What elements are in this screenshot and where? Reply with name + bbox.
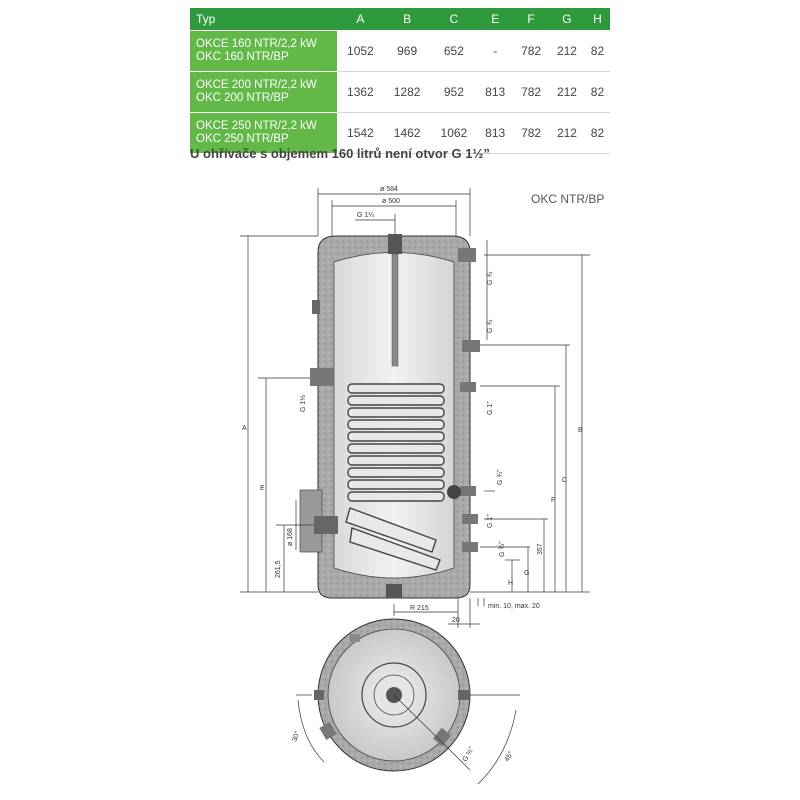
dim-minmax: min. 10, max. 20 xyxy=(488,603,540,610)
dim-g12: G ½” xyxy=(461,745,476,763)
dim-g1b: G 1” xyxy=(487,514,494,528)
value-cell: 212 xyxy=(549,71,585,113)
value-cell: 1282 xyxy=(383,71,431,113)
dim-r215: R 215 xyxy=(410,605,429,612)
dim-label-a: A xyxy=(242,425,247,432)
dim-label-h: H xyxy=(508,580,513,587)
col-header-f: F xyxy=(513,8,550,31)
model-label: OKC NTR/BP xyxy=(531,192,605,206)
dim-g34a: G ¾ xyxy=(487,272,494,285)
dim-d168: ø 168 xyxy=(287,528,294,546)
dim-g34c: G ¾” xyxy=(497,469,504,485)
dim-d500: ø 500 xyxy=(382,198,400,205)
value-cell: 1062 xyxy=(430,112,478,154)
dim-g34d: G ¾” xyxy=(499,541,506,557)
value-cell: 782 xyxy=(513,30,550,72)
model-name-line-2: OKC 250 NTR/BP xyxy=(196,133,289,145)
col-header-e: E xyxy=(477,8,514,31)
dim-d584: ø 584 xyxy=(380,186,398,193)
dim-45deg: 45° xyxy=(503,750,515,763)
value-cell: 212 xyxy=(549,112,585,154)
dim-g114: G 1¼ xyxy=(357,212,374,219)
top-view-dimensions xyxy=(296,694,520,785)
value-cell: 1362 xyxy=(337,71,384,113)
model-name-line-1: OKCE 200 NTR/2,2 kW xyxy=(196,79,317,91)
col-header-b: B xyxy=(383,8,431,31)
right-dimensions xyxy=(470,240,590,593)
dim-2615: 261,5 xyxy=(275,560,282,578)
value-cell: 1052 xyxy=(337,30,384,72)
dim-g1a: G 1” xyxy=(487,401,494,415)
model-name-line-2: OKC 160 NTR/BP xyxy=(196,51,289,63)
value-cell: 652 xyxy=(430,30,478,72)
col-header-g: G xyxy=(549,8,585,31)
dim-label-e: E xyxy=(260,485,265,492)
value-cell: 782 xyxy=(513,71,550,113)
model-name-line-2: OKC 200 NTR/BP xyxy=(196,92,289,104)
dim-g34b: G ¾ xyxy=(487,320,494,333)
dim-label-g: G xyxy=(524,570,529,577)
col-header-h: H xyxy=(584,8,610,31)
value-cell: 969 xyxy=(383,30,431,72)
value-cell: 82 xyxy=(584,30,610,72)
value-cell: - xyxy=(477,30,514,72)
dim-label-f: F xyxy=(551,497,555,504)
tank-top-view xyxy=(314,618,471,772)
dim-label-b: B xyxy=(578,427,583,434)
value-cell: 82 xyxy=(584,71,610,113)
dim-357: 357 xyxy=(537,543,544,555)
value-cell: 813 xyxy=(477,112,514,154)
bottom-dimensions xyxy=(393,598,485,628)
col-header-a: A xyxy=(337,8,384,31)
dim-30deg: 30° xyxy=(290,730,301,743)
dim-label-c: C xyxy=(562,477,567,484)
value-cell: 82 xyxy=(584,112,610,154)
model-name-line-1: OKCE 250 NTR/2,2 kW xyxy=(196,120,317,132)
value-cell: 212 xyxy=(549,30,585,72)
top-dimensions xyxy=(317,188,471,240)
heat-exchanger-coil xyxy=(345,383,445,571)
value-cell: 782 xyxy=(513,112,550,154)
value-cell: 1542 xyxy=(337,112,384,154)
col-header-c: C xyxy=(430,8,478,31)
value-cell: 1462 xyxy=(383,112,431,154)
dim-g112: G 1½ xyxy=(299,395,307,412)
table-header-row: Typ A B C E F G H xyxy=(190,8,610,31)
left-dimensions xyxy=(240,235,318,593)
col-header-typ: Typ xyxy=(190,8,337,31)
note-text: U ohřívače s objemem 160 litrů není otvo… xyxy=(190,146,490,161)
model-name-line-1: OKCE 160 NTR/2,2 kW xyxy=(196,38,317,50)
value-cell: 952 xyxy=(430,71,478,113)
value-cell: 813 xyxy=(477,71,514,113)
dim-20: 20 xyxy=(452,617,460,624)
